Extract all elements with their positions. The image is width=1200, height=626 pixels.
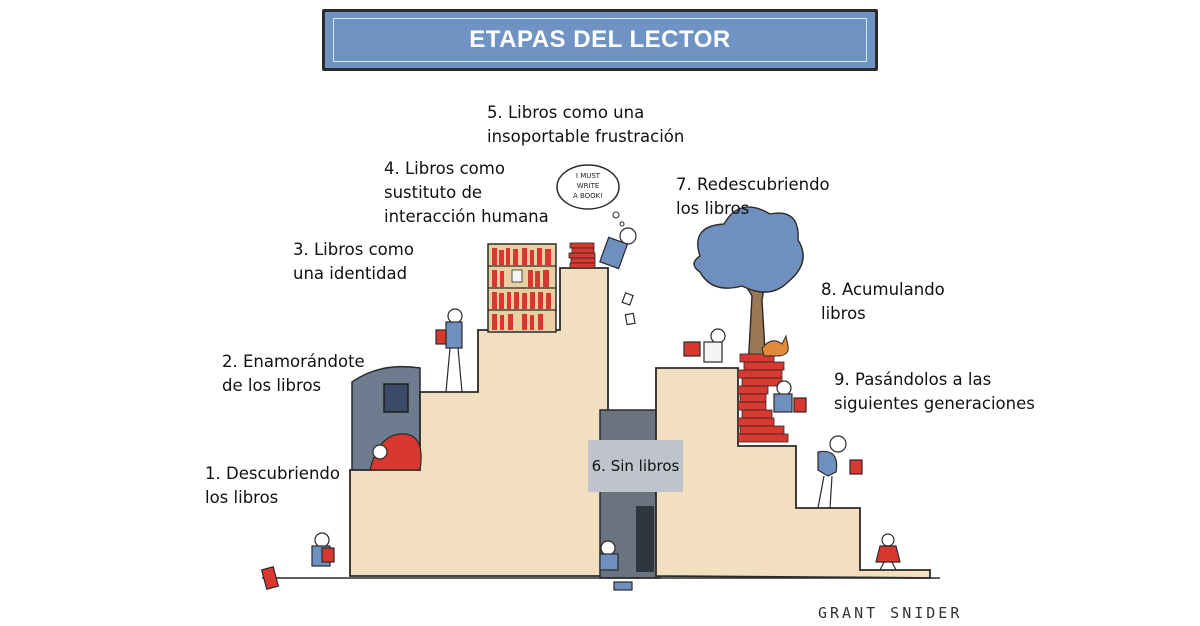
tree	[693, 206, 804, 369]
page-title: ETAPAS DEL LECTOR	[469, 26, 731, 53]
title-banner: ETAPAS DEL LECTOR	[322, 9, 878, 71]
stage-6-label: 6. Sin libros	[591, 457, 680, 475]
reader-figure-5	[599, 227, 637, 326]
stage-2-label: 2. Enamorándote de los libros	[222, 352, 365, 395]
book-stack-top	[568, 242, 596, 269]
svg-text:A BOOK!: A BOOK!	[573, 192, 603, 200]
reader-figure-8	[773, 380, 807, 413]
stage-9-label: 9. Pasándolos a las siguientes generacio…	[834, 370, 1035, 413]
book-pile	[737, 353, 789, 443]
night-window	[383, 383, 409, 413]
stage-4-label: 4. Libros como sustituto de interacción …	[384, 159, 549, 226]
stage-5-label: 5. Libros como una insoportable frustrac…	[487, 103, 685, 146]
reader-figure-7	[683, 328, 726, 363]
svg-text:WRITE: WRITE	[577, 182, 600, 190]
thought-bubble: I MUST WRITE A BOOK!	[556, 164, 625, 227]
reader-figure-3	[435, 308, 463, 393]
stage-3-label: 3. Libros como una identidad	[293, 240, 414, 283]
reader-figure-1	[260, 532, 335, 590]
bookshelf	[487, 243, 557, 333]
title-inner-frame: ETAPAS DEL LECTOR	[333, 18, 867, 62]
cat	[761, 334, 789, 357]
stage-1-label: 1. Descubriendo los libros	[205, 464, 340, 507]
stage-7-label: 7. Redescubriendo los libros	[676, 175, 830, 218]
artist-signature: GRANT SNIDER	[818, 604, 963, 622]
figure-stage-6	[599, 540, 633, 591]
svg-text:I MUST: I MUST	[576, 172, 601, 180]
child-figure-9	[875, 533, 901, 571]
right-staircase	[655, 367, 931, 579]
stage-8-label: 8. Acumulando libros	[821, 280, 945, 323]
stage-6-label-box: 6. Sin libros	[588, 440, 683, 492]
reader-figure-2	[369, 433, 422, 471]
adult-figure-9	[817, 435, 863, 509]
